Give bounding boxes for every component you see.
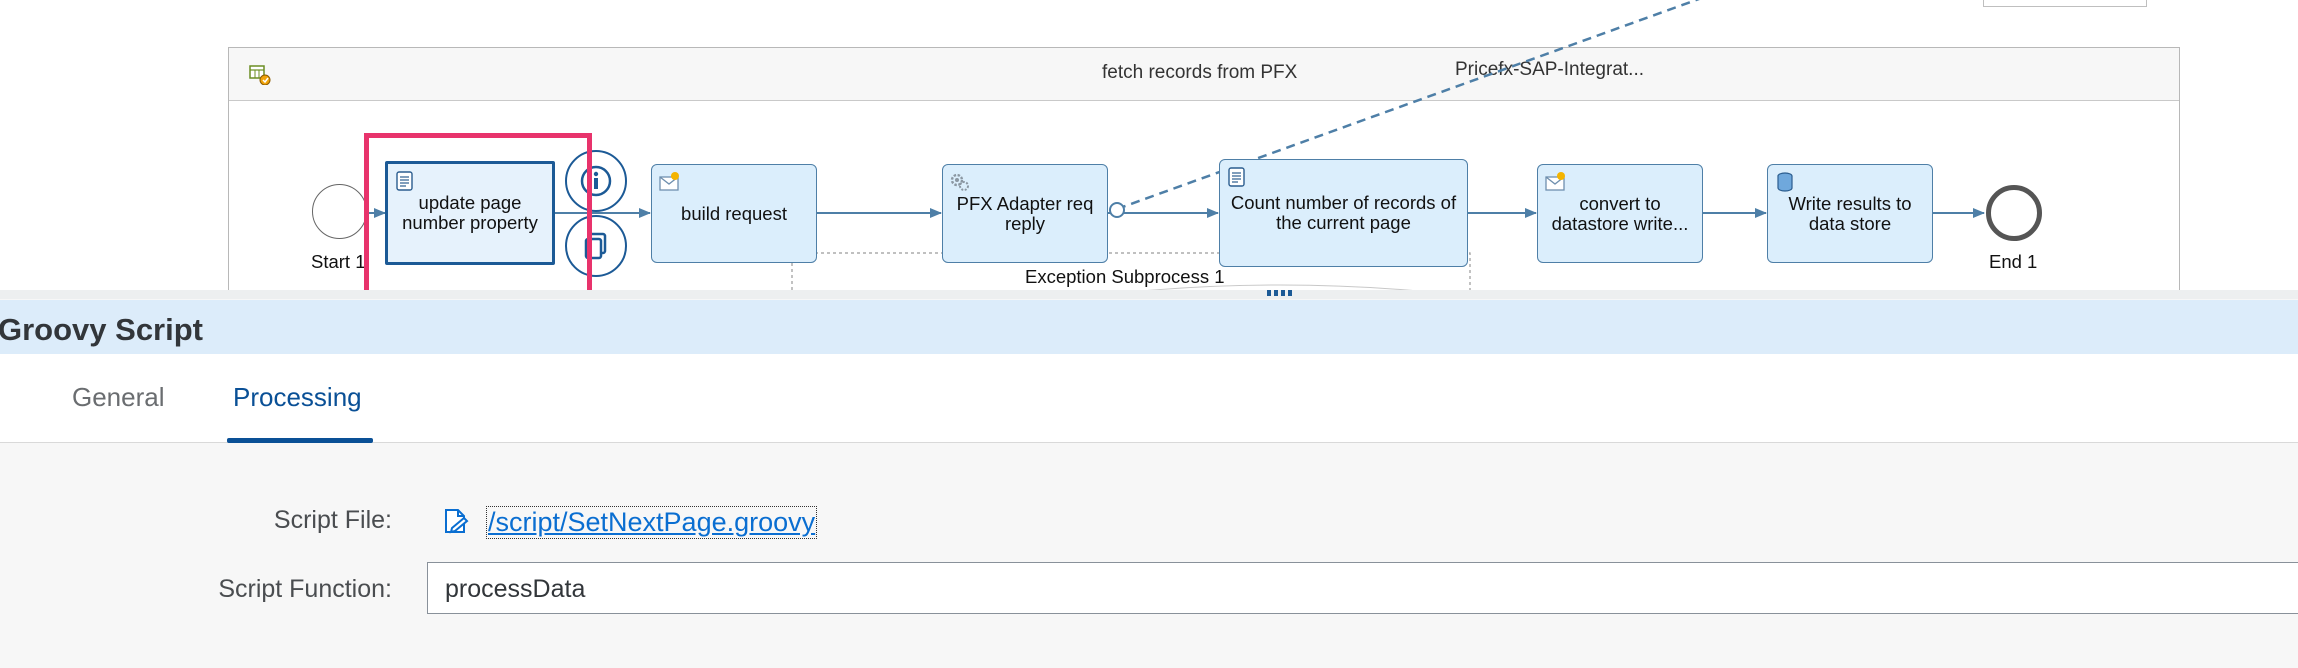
start-event[interactable] [312, 184, 367, 239]
envelope-icon [1545, 172, 1565, 191]
envelope-icon [659, 172, 679, 191]
script-icon [1228, 167, 1245, 187]
start-event-label: Start 1 [311, 251, 366, 272]
panel-title: Groovy Script [0, 312, 203, 347]
script-file-label: Script File: [273, 506, 392, 534]
selection-highlight [364, 133, 592, 290]
message-flow-start [1109, 202, 1125, 218]
process-icon [249, 65, 271, 85]
message-flow [1116, 0, 1700, 211]
datastore-icon [1777, 172, 1793, 192]
tab-bar: General Processing [0, 354, 2298, 443]
exception-subprocess-outline [791, 252, 1471, 290]
script-file-link[interactable]: /script/SetNextPage.groovy [486, 506, 818, 539]
integration-flow-canvas[interactable]: fetch records from PFX Pricefx-SAP-Integ… [0, 0, 2298, 290]
edit-script-icon[interactable] [442, 506, 470, 536]
sequence-flows [366, 0, 1985, 290]
step-label: convert to datastore write... [1551, 192, 1689, 234]
panel-splitter[interactable] [0, 290, 2298, 299]
script-function-label: Script Function: [218, 575, 392, 603]
step-label: build request [681, 202, 787, 224]
external-participant-label: Pricefx-SAP-Integrat... [1455, 59, 1645, 80]
active-tab-indicator [227, 438, 373, 443]
tab-general[interactable]: General [72, 382, 165, 412]
step-pfx-adapter-req-reply[interactable]: PFX Adapter req reply [942, 164, 1108, 263]
gear-icon [950, 173, 969, 191]
step-label: Write results to data store [1788, 192, 1912, 234]
panel-header: Groovy Script [0, 300, 2298, 354]
tab-processing[interactable]: Processing [233, 382, 362, 412]
step-build-request[interactable]: build request [651, 164, 817, 263]
copy-quick-action[interactable] [565, 215, 627, 277]
end-event-label: End 1 [1989, 251, 2038, 272]
exception-subprocess-label[interactable]: Exception Subprocess 1 [1025, 266, 1225, 287]
script-function-input[interactable]: processData [427, 562, 2298, 614]
pool-header: fetch records from PFX Pricefx-SAP-Integ… [229, 48, 2179, 101]
properties-panel: Groovy Script General Processing Script … [0, 290, 2298, 668]
pool-title: fetch records from PFX [1102, 62, 1298, 83]
step-label: Count number of records of the current p… [1230, 192, 1457, 233]
step-write-results-to-data-store[interactable]: Write results to data store [1767, 164, 1933, 263]
step-update-page-number-property[interactable]: update page number property [385, 161, 555, 265]
step-count-number-of-records[interactable]: Count number of records of the current p… [1219, 159, 1468, 267]
step-convert-to-datastore-write[interactable]: convert to datastore write... [1537, 164, 1703, 263]
step-label: PFX Adapter req reply [956, 192, 1094, 234]
canvas-element-partial[interactable] [1983, 0, 2147, 7]
step-label: update page number property [402, 192, 538, 233]
splitter-grip-icon[interactable] [1264, 290, 1294, 296]
end-event[interactable] [1986, 185, 2042, 241]
script-icon [396, 171, 413, 191]
